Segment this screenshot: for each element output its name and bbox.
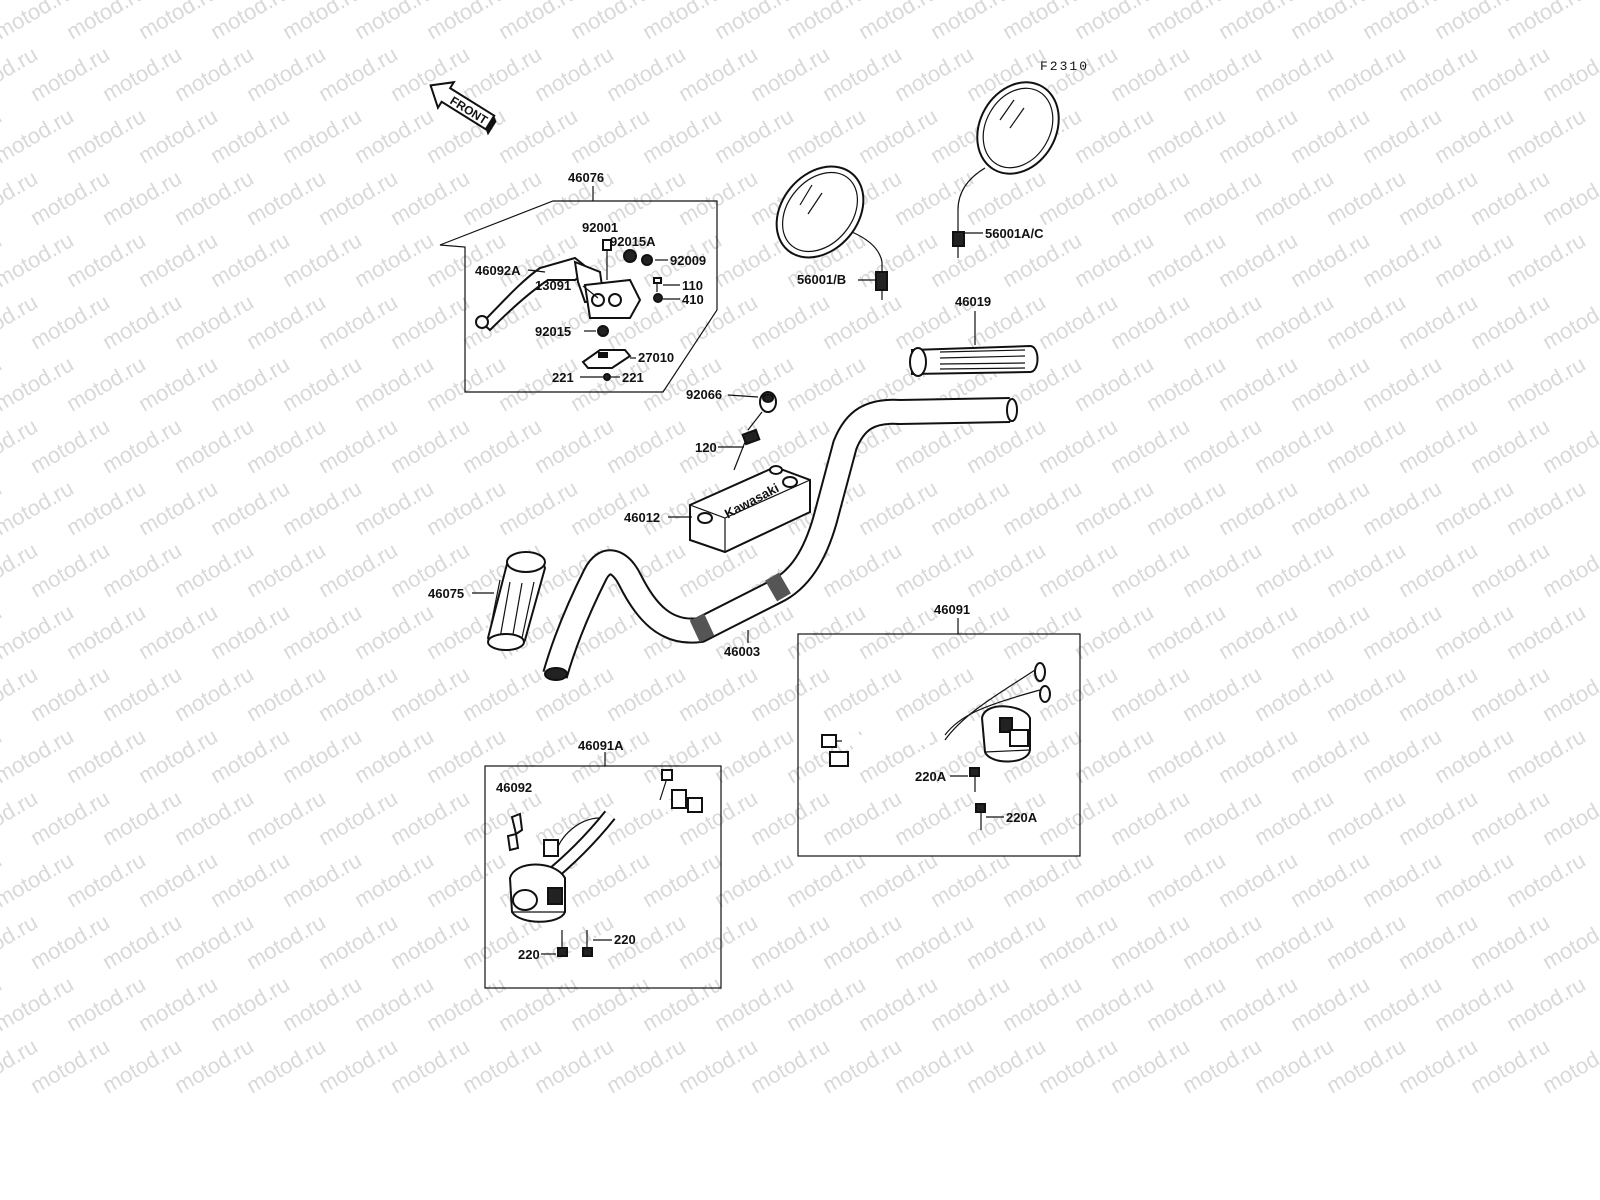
part-27010-label: 27010	[638, 350, 674, 365]
front-arrow-icon: FRONT	[429, 80, 497, 136]
part-220a-label: 220	[518, 947, 540, 962]
handlebar-clamp: Kawasaki	[689, 465, 811, 554]
part-56001AC-label: 56001A/C	[985, 226, 1044, 241]
left-handlebar-switch	[506, 769, 703, 923]
part-221a-label: 221	[552, 370, 574, 385]
left-switch-box	[484, 765, 722, 989]
cap-92066	[759, 391, 777, 413]
screw-221	[603, 373, 611, 381]
part-120-label: 120	[695, 440, 717, 455]
nut-92015A	[623, 249, 637, 263]
bolt-110	[653, 277, 662, 292]
screw-220A-upper	[969, 767, 980, 792]
screw-92009	[641, 254, 653, 266]
part-92009-label: 92009	[670, 253, 706, 268]
bolt-120	[733, 428, 761, 471]
lever-assembly-box	[439, 200, 718, 393]
part-46076-label: 46076	[568, 170, 604, 185]
nut-92015	[597, 325, 609, 337]
switch-27010	[581, 349, 632, 369]
diagram-code: F2310	[1040, 59, 1089, 74]
part-56001B-label: 56001/B	[797, 272, 846, 287]
part-92015A-label: 92015A	[610, 234, 656, 249]
part-92066-label: 92066	[686, 387, 722, 402]
right-switch-box	[797, 633, 1081, 857]
part-92001-label: 92001	[582, 220, 618, 235]
screw-220-left	[557, 930, 568, 957]
bolt-92001	[602, 239, 612, 280]
screw-220A-lower	[975, 803, 986, 830]
part-220Aa-label: 220A	[915, 769, 947, 784]
part-46003-label: 46003	[724, 644, 760, 659]
part-46092A-label: 46092A	[475, 263, 521, 278]
lever-holder	[583, 278, 642, 319]
part-46012-label: 46012	[624, 510, 660, 525]
part-220b-label: 220	[614, 932, 636, 947]
right-handlebar-switch	[821, 662, 1051, 767]
part-46092-label: 46092	[496, 780, 532, 795]
right-mirror	[952, 81, 1060, 258]
part-110-label: 110	[682, 278, 703, 293]
left-mirror	[775, 165, 888, 300]
part-221b-label: 221	[622, 370, 644, 385]
part-46075-label: 46075	[428, 586, 464, 601]
washer-410	[653, 293, 663, 303]
part-13091-label: 13091	[535, 278, 571, 293]
left-grip	[486, 551, 547, 651]
handlebar	[542, 397, 1018, 681]
part-46091-label: 46091	[934, 602, 970, 617]
part-46019-label: 46019	[955, 294, 991, 309]
part-410-label: 410	[682, 292, 704, 307]
right-grip	[909, 344, 1039, 377]
part-220Ab-label: 220A	[1006, 810, 1038, 825]
part-92015-label: 92015	[535, 324, 571, 339]
part-46091A-label: 46091A	[578, 738, 624, 753]
screw-220-right	[582, 930, 593, 957]
